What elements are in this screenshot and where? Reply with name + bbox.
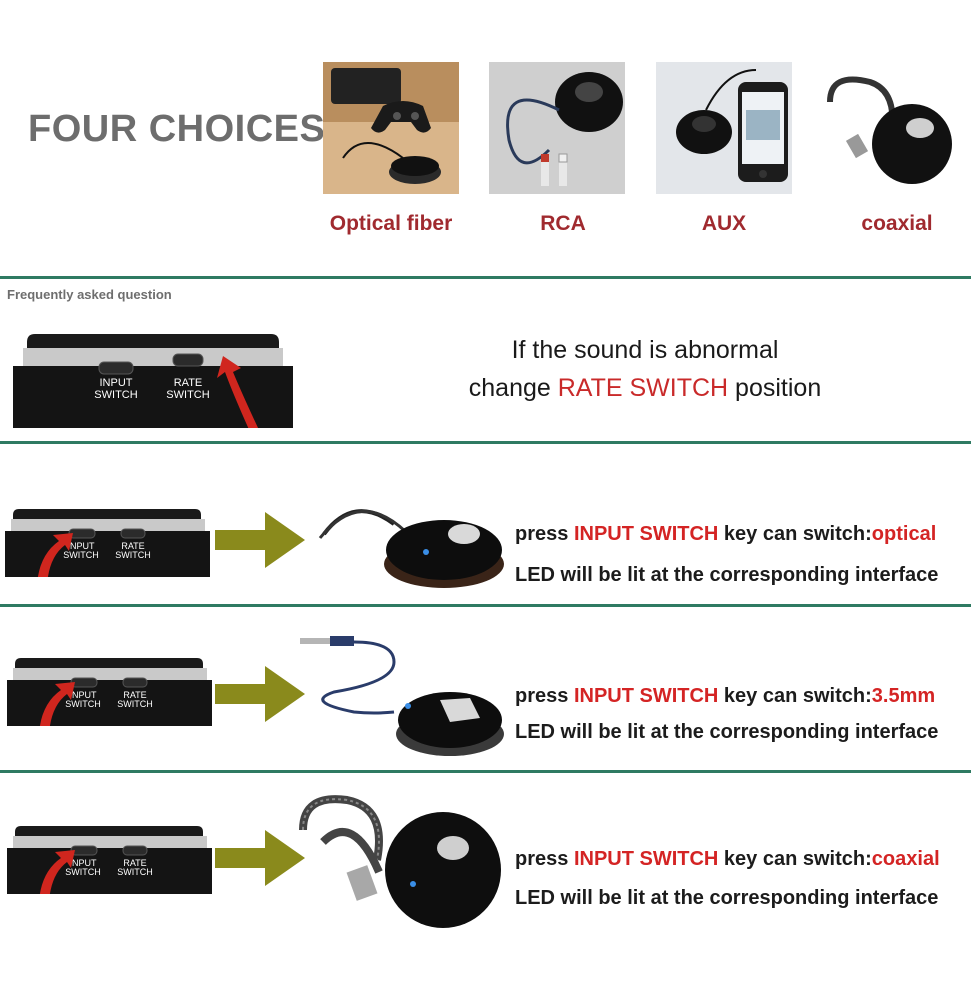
svg-text:SWITCH: SWITCH <box>117 867 153 877</box>
section-divider <box>0 276 971 279</box>
faq-line-2: change RATE SWITCH position <box>468 374 822 402</box>
svg-text:INPUT: INPUT <box>70 690 98 700</box>
choice-label-rca: RCA <box>540 212 586 235</box>
switch-panel-small: INPUT SWITCH RATE SWITCH <box>7 822 212 894</box>
input-switch-label: SWITCH <box>94 389 137 401</box>
svg-text:SWITCH: SWITCH <box>63 550 99 560</box>
optical-receiver-photo <box>314 494 509 594</box>
choice-label-aux: AUX <box>701 212 747 235</box>
red-pointer-arrow <box>39 682 75 726</box>
section-divider <box>0 770 971 773</box>
svg-text:INPUT: INPUT <box>68 541 96 551</box>
rate-switch-label: SWITCH <box>166 389 209 401</box>
svg-text:SWITCH: SWITCH <box>115 550 151 560</box>
svg-text:RATE: RATE <box>123 858 146 868</box>
coaxial-receiver-photo <box>293 790 505 932</box>
switch-panel-large: INPUT SWITCH RATE SWITCH <box>13 322 293 428</box>
section-divider <box>0 441 971 444</box>
right-arrow-icon <box>215 828 305 888</box>
row-3-line-2: LED will be lit at the corresponding int… <box>515 887 939 909</box>
row-1-line-2: LED will be lit at the corresponding int… <box>515 564 939 586</box>
faq-label: Frequently asked question <box>7 287 172 302</box>
rca-cable-photo <box>489 62 625 194</box>
row-1-line-1: press INPUT SWITCH key can switch:optica… <box>515 523 937 545</box>
svg-text:RATE: RATE <box>121 541 144 551</box>
row-2-line-1: press INPUT SWITCH key can switch:3.5mm <box>515 685 936 707</box>
svg-text:RATE: RATE <box>123 690 146 700</box>
page-title: FOUR CHOICES <box>28 108 326 150</box>
right-arrow-icon <box>215 664 305 724</box>
switch-panel-small: INPUT SWITCH RATE SWITCH <box>7 654 212 726</box>
svg-text:SWITCH: SWITCH <box>65 699 101 709</box>
optical-fiber-photo <box>323 62 459 194</box>
choice-label-coaxial: coaxial <box>861 212 933 235</box>
right-arrow-icon <box>215 510 305 570</box>
choice-label-optical: Optical fiber <box>329 212 453 235</box>
row-3-line-1: press INPUT SWITCH key can switch:coaxia… <box>515 848 940 870</box>
svg-text:INPUT: INPUT <box>70 858 98 868</box>
svg-text:SWITCH: SWITCH <box>65 867 101 877</box>
switch-panel-small: INPUT SWITCH RATE SWITCH <box>5 505 210 577</box>
svg-text:SWITCH: SWITCH <box>117 699 153 709</box>
coaxial-cable-photo <box>820 62 956 194</box>
input-switch-label: INPUT <box>100 377 133 389</box>
section-divider <box>0 604 971 607</box>
red-pointer-arrow <box>39 850 75 894</box>
rate-switch-label: RATE <box>174 377 203 389</box>
faq-line-1: If the sound is abnormal <box>511 336 779 364</box>
red-pointer-arrow <box>37 533 73 577</box>
aux-phone-photo <box>656 62 792 194</box>
row-2-line-2: LED will be lit at the corresponding int… <box>515 721 939 743</box>
red-pointer-arrow <box>217 356 259 428</box>
aux-receiver-photo <box>300 634 505 760</box>
